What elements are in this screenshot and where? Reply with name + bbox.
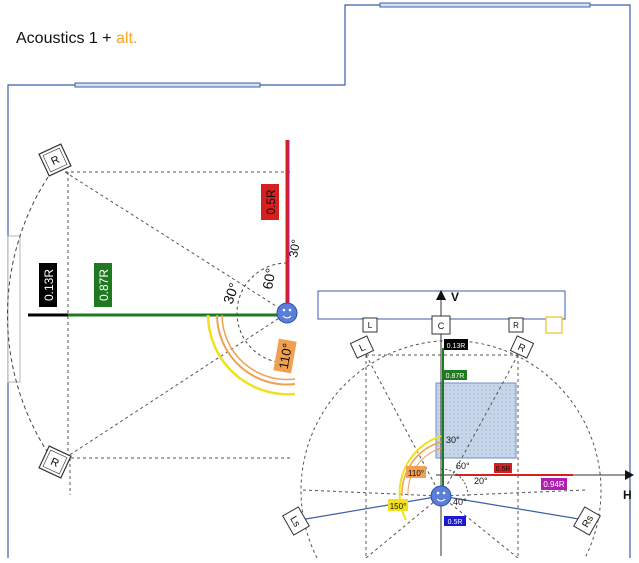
right-label-150: 150°	[388, 499, 408, 511]
left-orange-arc	[216, 314, 296, 386]
right-angle-20: 20°	[474, 476, 488, 486]
svg-text:L: L	[368, 321, 373, 330]
right-speaker-alt	[545, 316, 563, 334]
right-dash-lower-left	[302, 489, 442, 497]
left-orange-arc-inner	[221, 314, 296, 381]
left-diagonal-bottom	[64, 312, 288, 459]
svg-text:0.87R: 0.87R	[97, 269, 111, 301]
svg-text:L: L	[358, 342, 368, 355]
right-label-blue: 0.5R	[444, 516, 466, 526]
right-speaker-center: C	[431, 315, 451, 335]
right-angle-40: 40°	[453, 497, 467, 507]
svg-text:0.5R: 0.5R	[496, 466, 511, 473]
svg-text:150°: 150°	[390, 502, 407, 511]
svg-text:110°: 110°	[276, 342, 295, 370]
right-speaker-ls: Ls	[282, 506, 310, 536]
window-top-right	[379, 2, 591, 8]
right-axis-v-label: V	[451, 290, 459, 304]
left-label-110: 110°	[273, 338, 297, 374]
svg-text:0.13R: 0.13R	[42, 269, 56, 301]
right-axis-h-label: H	[623, 488, 632, 502]
svg-text:Rs: Rs	[580, 514, 596, 530]
right-speaker-r: R	[509, 335, 535, 359]
svg-text:0.87R: 0.87R	[446, 373, 465, 380]
right-diagonal-left	[365, 354, 442, 497]
left-angle-60: 60°	[259, 267, 278, 291]
right-orange-arc	[401, 441, 442, 497]
right-blue-line-left	[299, 495, 442, 521]
svg-text:0.5R: 0.5R	[264, 189, 278, 215]
right-dash-bottom-right-diag	[440, 495, 519, 559]
left-label-087: 0.87R	[94, 263, 112, 307]
right-angle-60: 60°	[456, 461, 470, 471]
right-v-arrow	[436, 290, 446, 300]
right-blue-line-right	[440, 495, 586, 521]
svg-text:110°: 110°	[408, 469, 424, 478]
door-left-wall	[7, 235, 21, 383]
left-small-circle	[236, 262, 288, 364]
right-label-05: 0.5R	[494, 463, 512, 473]
left-diagonal-top	[64, 171, 288, 314]
right-speaker-front-left: L	[362, 317, 378, 333]
right-label-110: 110°	[406, 466, 426, 478]
right-dash-lower-right	[440, 489, 586, 497]
svg-text:R: R	[513, 321, 519, 330]
right-small-arc-60	[440, 468, 469, 497]
svg-text:0.13R: 0.13R	[447, 343, 466, 350]
left-angle-partial: 30°	[286, 238, 303, 258]
right-layout: V H C L	[282, 290, 634, 559]
room-wall-outline	[7, 4, 631, 558]
left-angle-30: 30°	[220, 281, 242, 306]
right-shaded-area	[435, 382, 517, 459]
svg-text:0.5R: 0.5R	[448, 519, 463, 526]
right-listener	[430, 485, 452, 507]
page-title: Acoustics 1 + alt.	[16, 30, 137, 48]
title-alt: alt.	[116, 30, 138, 47]
right-speaker-l: L	[349, 335, 375, 359]
left-yellow-arc	[206, 314, 296, 396]
svg-text:Ls: Ls	[287, 514, 302, 529]
left-label-05: 0.5R	[261, 184, 279, 220]
right-label-087: 0.87R	[443, 370, 467, 380]
left-label-013: 0.13R	[39, 263, 57, 307]
title-main: Acoustics 1 +	[16, 30, 117, 47]
svg-text:R: R	[516, 342, 527, 355]
left-speaker-bottom: R	[38, 445, 72, 479]
right-speaker-rs: Rs	[573, 506, 601, 536]
right-h-arrow	[625, 470, 634, 480]
right-dash-bottom-left-diag	[365, 495, 442, 559]
svg-text:0.94R: 0.94R	[543, 480, 565, 489]
left-layout: R R 0.13R 0.87R 0.5R 30° 60° 30° 110°	[6, 140, 303, 495]
right-label-013: 0.13R	[444, 339, 468, 350]
window-top-left	[74, 82, 261, 88]
left-speaker-top: R	[38, 143, 72, 177]
left-listener	[276, 302, 298, 324]
svg-text:C: C	[438, 321, 445, 331]
right-label-094: 0.94R	[541, 478, 567, 490]
right-speaker-front-right: R	[508, 317, 524, 333]
right-angle-30: 30°	[446, 435, 460, 445]
